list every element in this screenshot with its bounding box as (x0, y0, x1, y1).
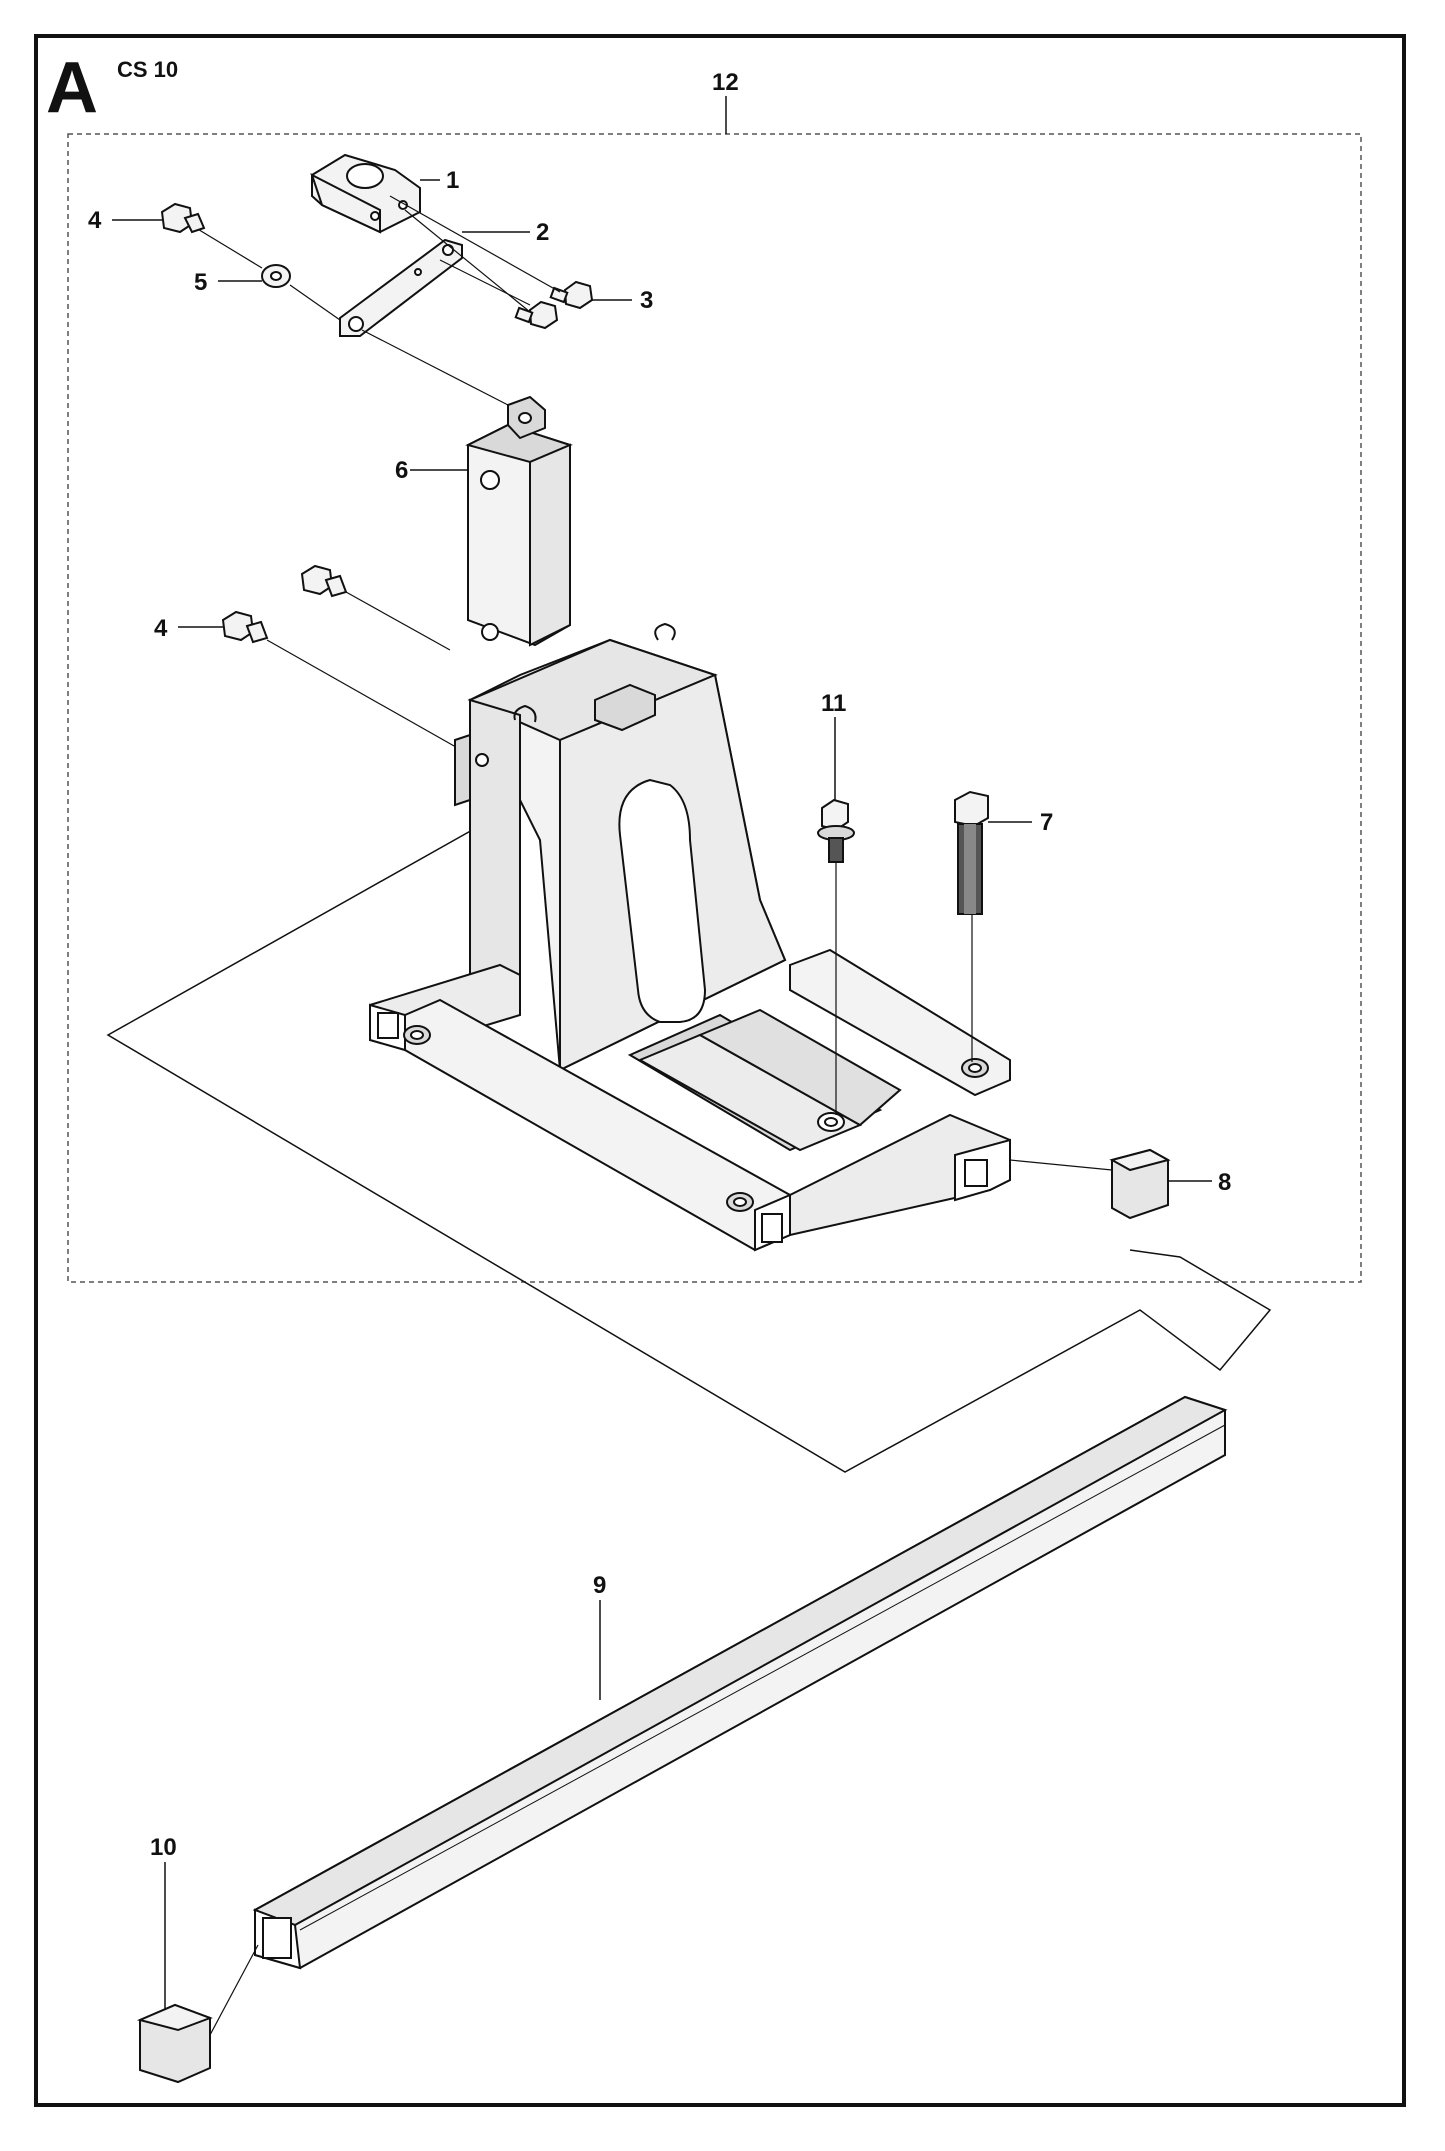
callouts: 1 2 3 4 5 6 4 11 7 8 (88, 69, 1231, 2010)
end-cap-part-8 (1009, 1148, 1171, 1220)
page-frame (34, 34, 1406, 2107)
flange-bolt-part (817, 798, 855, 1115)
callout-label: 6 (395, 457, 408, 484)
small-bolt-part (514, 280, 594, 330)
callout-label: 9 (593, 1572, 606, 1599)
long-bolt-part (954, 790, 989, 1062)
section-letter: A (46, 48, 98, 128)
shoulder-bolt-part-middle (221, 564, 348, 644)
callout-label: 7 (1040, 809, 1053, 836)
washer-part (261, 264, 291, 288)
callout-label: 4 (88, 207, 102, 234)
callout-label: 1 (446, 167, 459, 194)
assembly-lines-middle (266, 591, 471, 756)
placement-outline (106, 819, 1272, 1473)
stand-frame-part (454, 395, 787, 1072)
callout-label: 12 (712, 69, 739, 96)
base-frame-tubes (369, 948, 1011, 1252)
callout-label: 11 (821, 690, 846, 717)
assembly-group-box (67, 133, 1362, 1283)
end-cap-part-10 (136, 1944, 259, 2084)
shoulder-bolt-part-top (160, 202, 206, 234)
link-plate-part (339, 238, 463, 337)
assembly-lines-upper (195, 195, 561, 406)
callout-label: 2 (536, 219, 549, 246)
callout-label: 3 (640, 287, 653, 314)
clamp-block-part (310, 153, 421, 234)
square-tube-part (252, 1395, 1228, 1970)
callout-label: 5 (194, 269, 207, 296)
callout-label: 4 (154, 615, 168, 642)
callout-label: 8 (1218, 1169, 1231, 1196)
model-label: CS 10 (117, 57, 179, 82)
callout-label: 10 (150, 1834, 177, 1861)
